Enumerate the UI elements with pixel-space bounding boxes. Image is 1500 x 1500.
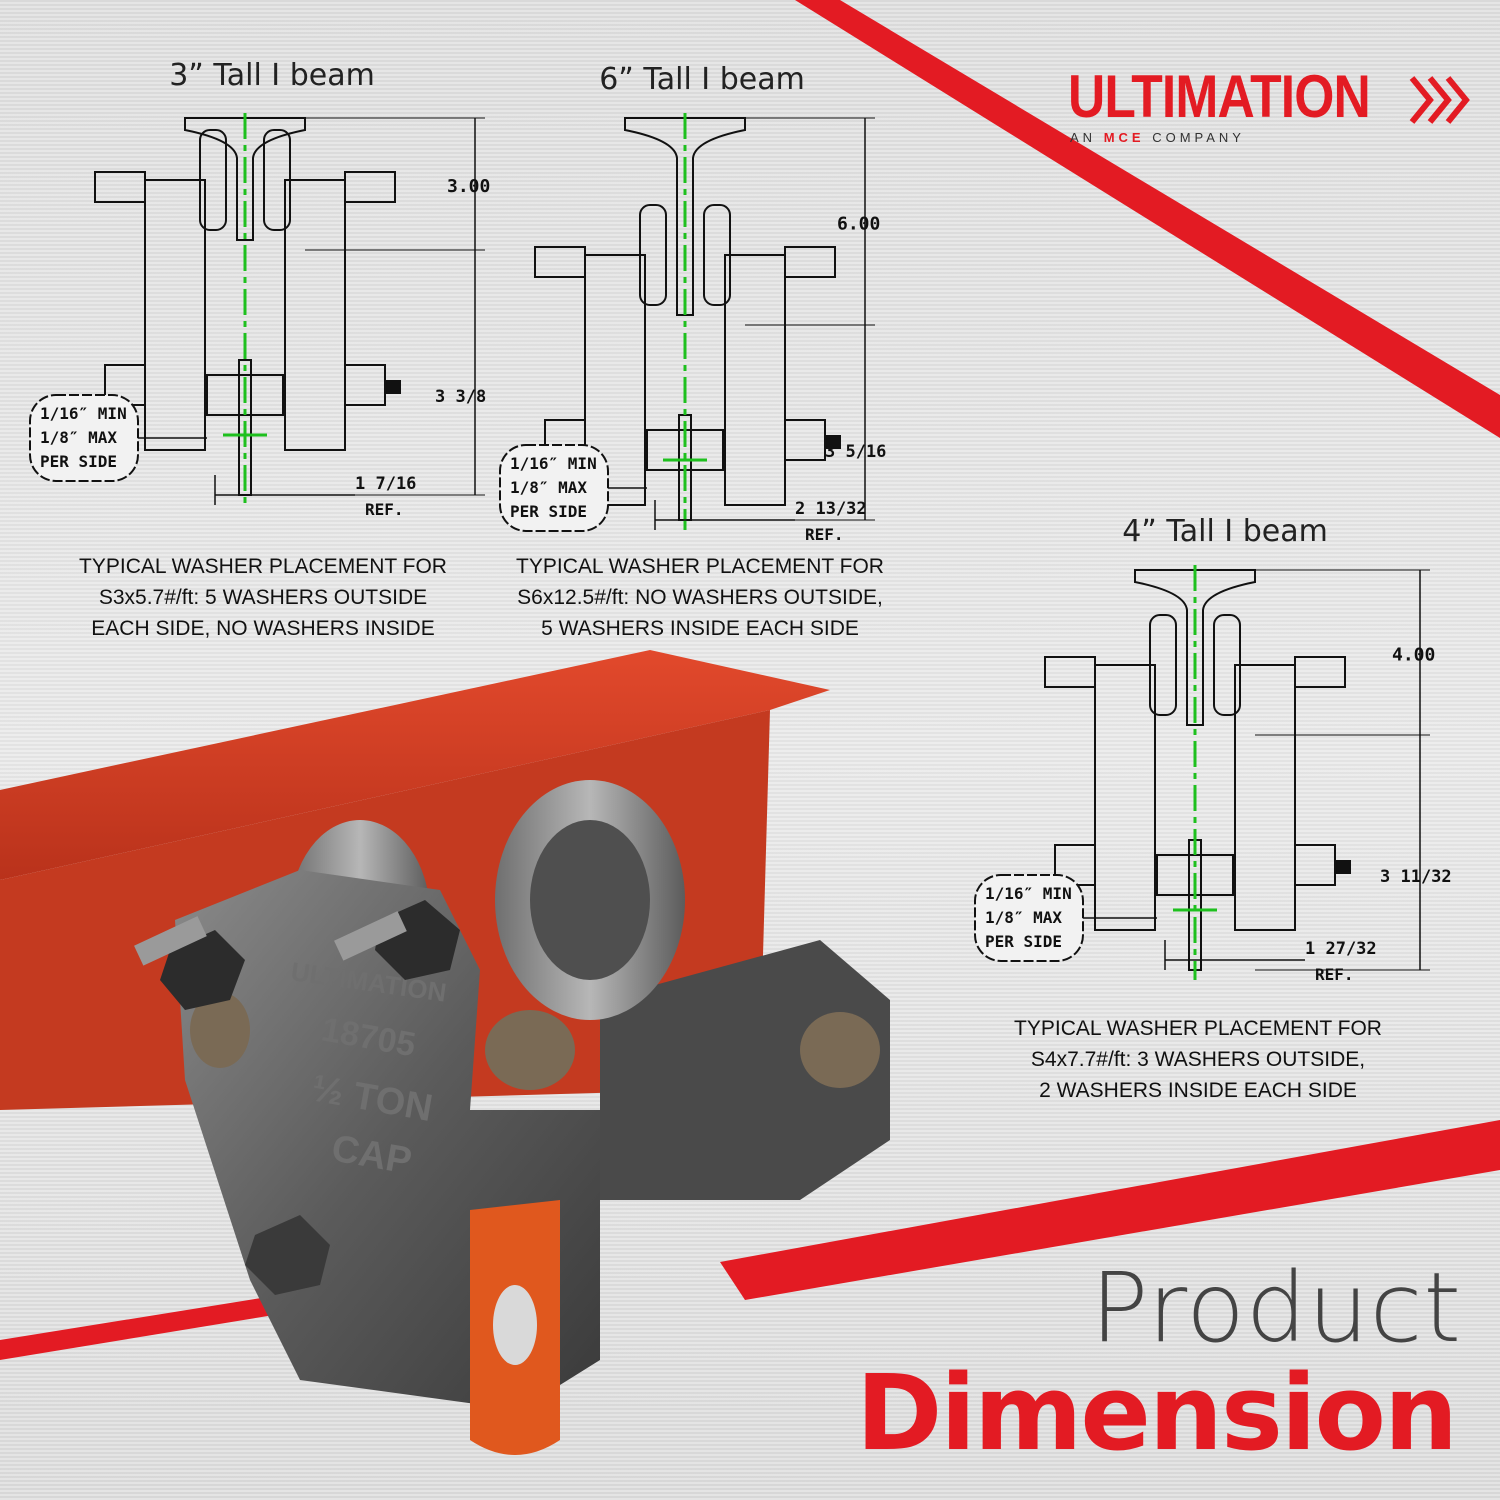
dimension-ref-label: REF.: [805, 525, 844, 540]
beam-profile: [624, 117, 746, 316]
dimension-height-label: 4.00: [1392, 645, 1435, 666]
tagline-prefix: AN: [1070, 130, 1097, 145]
dimension-lower-label: 3 11/32: [1380, 867, 1452, 887]
caption-3in-line: EACH SIDE, NO WASHERS INSIDE: [91, 617, 435, 640]
spacer-washer: [190, 992, 250, 1068]
caption-3in-line: TYPICAL WASHER PLACEMENT FOR: [79, 555, 447, 578]
spacer-washer: [800, 1012, 880, 1088]
beam-top-flange: [0, 650, 830, 880]
bolt-heads: [134, 900, 460, 1295]
right-side-body: [724, 254, 786, 506]
logo-wordmark: ULTIMATION: [1068, 63, 1371, 130]
left-side-body: [144, 179, 206, 451]
trolley-wheel-hub: [530, 820, 650, 980]
dimension-width-label: 2 13/32: [795, 499, 867, 519]
hanger-eye-hole: [493, 1285, 537, 1365]
gap-note-line: PER SIDE: [40, 452, 117, 471]
spacer-washer: [485, 1010, 575, 1090]
dimension-width-label: 1 7/16: [355, 474, 416, 494]
right-bottom-bolt: [344, 364, 386, 406]
title-dimension: Dimension: [856, 1352, 1458, 1474]
drawing-heading-3in: 3” Tall I beam: [169, 58, 375, 93]
right-side-body: [284, 179, 346, 451]
upper-red-stripe: [795, 0, 1500, 438]
gap-note-line: 1/8″ MAX: [40, 428, 117, 447]
logo-chevron-icon: [1409, 76, 1470, 124]
dimension-height-label: 3.00: [447, 176, 490, 197]
ultimation-logo: ULTIMATION AN MCE COMPANY: [1068, 63, 1470, 145]
gap-note-line: 1/16″ MIN: [40, 404, 127, 423]
left-top-bolt: [1044, 656, 1096, 688]
caption-4in-line: 2 WASHERS INSIDE EACH SIDE: [1039, 1079, 1357, 1102]
caption-4in-line: S4x7.7#/ft: 3 WASHERS OUTSIDE,: [1030, 1048, 1366, 1071]
caption-6in: TYPICAL WASHER PLACEMENT FOR S6x12.5#/ft…: [470, 551, 930, 644]
caption-3in: TYPICAL WASHER PLACEMENT FOR S3x5.7#/ft:…: [33, 551, 493, 644]
right-top-bolt: [1294, 656, 1346, 688]
lower-red-stripe: [720, 1120, 1500, 1300]
right-top-bolt: [784, 246, 836, 278]
gap-note-line: 1/16″ MIN: [510, 454, 597, 473]
right-top-bolt: [344, 171, 396, 203]
right-bottom-nut: [385, 380, 401, 394]
title-product: Product: [1090, 1252, 1462, 1364]
right-bottom-bolt: [784, 419, 826, 461]
caption-6in-line: TYPICAL WASHER PLACEMENT FOR: [516, 555, 884, 578]
drawing-heading-6in: 6” Tall I beam: [599, 62, 805, 97]
gap-note-line: 1/8″ MAX: [985, 908, 1062, 927]
caption-3in-line: S3x5.7#/ft: 5 WASHERS OUTSIDE: [98, 586, 428, 609]
dimension-ref-label: REF.: [1315, 965, 1354, 984]
gap-note-line: PER SIDE: [985, 932, 1062, 951]
dimension-lower-label: 3 5/16: [825, 442, 886, 462]
gap-note-line: 1/16″ MIN: [985, 884, 1072, 903]
gap-note-line: 1/8″ MAX: [510, 478, 587, 497]
caption-6in-line: 5 WASHERS INSIDE EACH SIDE: [541, 617, 859, 640]
tagline-suffix: COMPANY: [1152, 130, 1245, 145]
dimension-lower-label: 3 3/8: [435, 387, 486, 407]
left-top-bolt: [534, 246, 586, 278]
dimension-height-label: 6.00: [837, 214, 880, 235]
beam-profile: [1134, 569, 1256, 726]
right-bottom-bolt: [1294, 844, 1336, 886]
left-top-bolt: [94, 171, 146, 203]
tagline-brand: MCE: [1103, 130, 1145, 145]
caption-4in: TYPICAL WASHER PLACEMENT FOR S4x7.7#/ft:…: [968, 1013, 1428, 1106]
right-bottom-nut: [825, 435, 841, 449]
logo-tagline: AN MCE COMPANY: [1070, 130, 1419, 145]
product-photo-trolley-on-beam: ULTIMATION 18705 ½ TON CAP: [0, 650, 890, 1455]
right-bottom-nut: [1335, 860, 1351, 874]
dimension-ref-label: REF.: [365, 500, 404, 519]
gap-note-line: PER SIDE: [510, 502, 587, 521]
dimension-width-label: 1 27/32: [1305, 939, 1377, 959]
caption-6in-line: S6x12.5#/ft: NO WASHERS OUTSIDE,: [517, 586, 883, 609]
caption-4in-line: TYPICAL WASHER PLACEMENT FOR: [1014, 1017, 1382, 1040]
right-side-body: [1234, 664, 1296, 931]
trolley-far-side-plate: [600, 940, 890, 1200]
drawing-heading-4in: 4” Tall I beam: [1122, 514, 1328, 549]
left-side-body: [1094, 664, 1156, 931]
